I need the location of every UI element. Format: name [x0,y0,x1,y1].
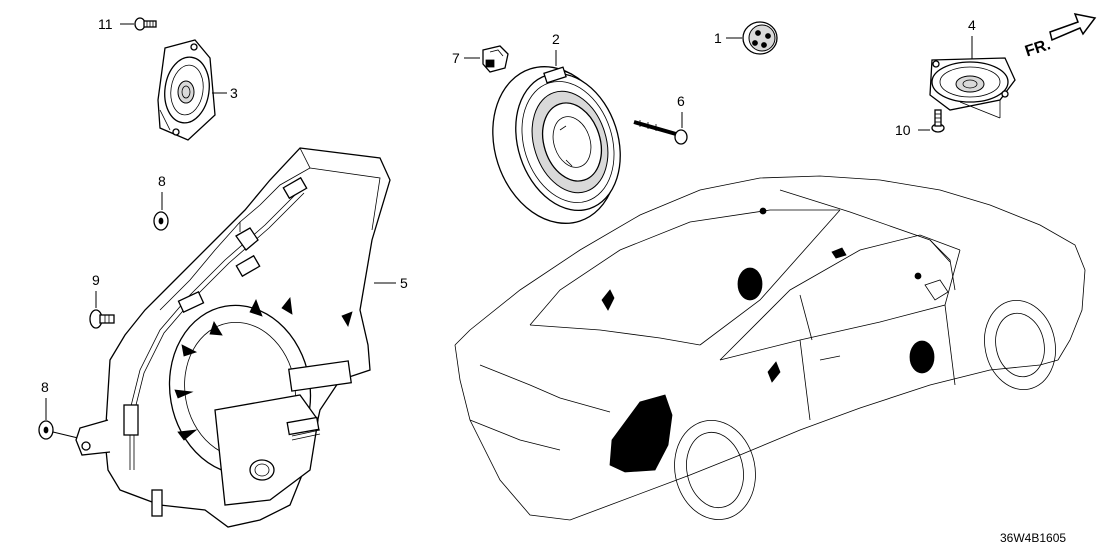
callout-11: 11 [98,16,113,32]
callout-8-upper: 8 [158,173,166,189]
direction-label: FR. [1023,36,1053,60]
part-2-door-speaker [492,66,621,224]
callout-1: 1 [714,30,722,46]
part-3-tweeter [157,39,216,141]
part-9-bolt [89,309,115,329]
callout-6: 6 [677,93,685,109]
callout-10: 10 [895,122,911,138]
loc-door-speaker [909,340,935,374]
part-6-bolt [633,120,688,145]
loc-dash-tweeter [759,207,767,215]
loc-pillar-speaker [831,247,847,259]
part-5-subwoofer-enclosure [75,147,391,528]
callout-9: 9 [92,272,100,288]
part-8-washer-lower [38,420,54,440]
callout-7: 7 [452,50,460,66]
callout-4: 4 [968,17,976,33]
loc-subwoofer [609,394,673,473]
part-10-screw [931,109,945,133]
loc-front-tweeter [914,272,922,280]
diagram-code: 36W4B1605 [1000,531,1066,545]
part-7-connector [482,45,509,73]
callout-2: 2 [552,31,560,47]
speaker-locations [601,207,935,473]
part-1-cap [742,21,778,55]
part-4-tweeter [929,57,1016,119]
part-8-washer-upper [153,211,169,231]
callout-5: 5 [400,275,408,291]
callout-8-lower: 8 [41,379,49,395]
front-direction-arrow: FR. [1023,12,1097,60]
vehicle-outline [454,175,1086,521]
part-11-screw [120,17,157,31]
callout-3: 3 [230,85,238,101]
loc-rear-deck-speaker [737,267,763,301]
loc-rear-tweeter [601,289,615,311]
loc-door-tweeter [767,361,781,383]
